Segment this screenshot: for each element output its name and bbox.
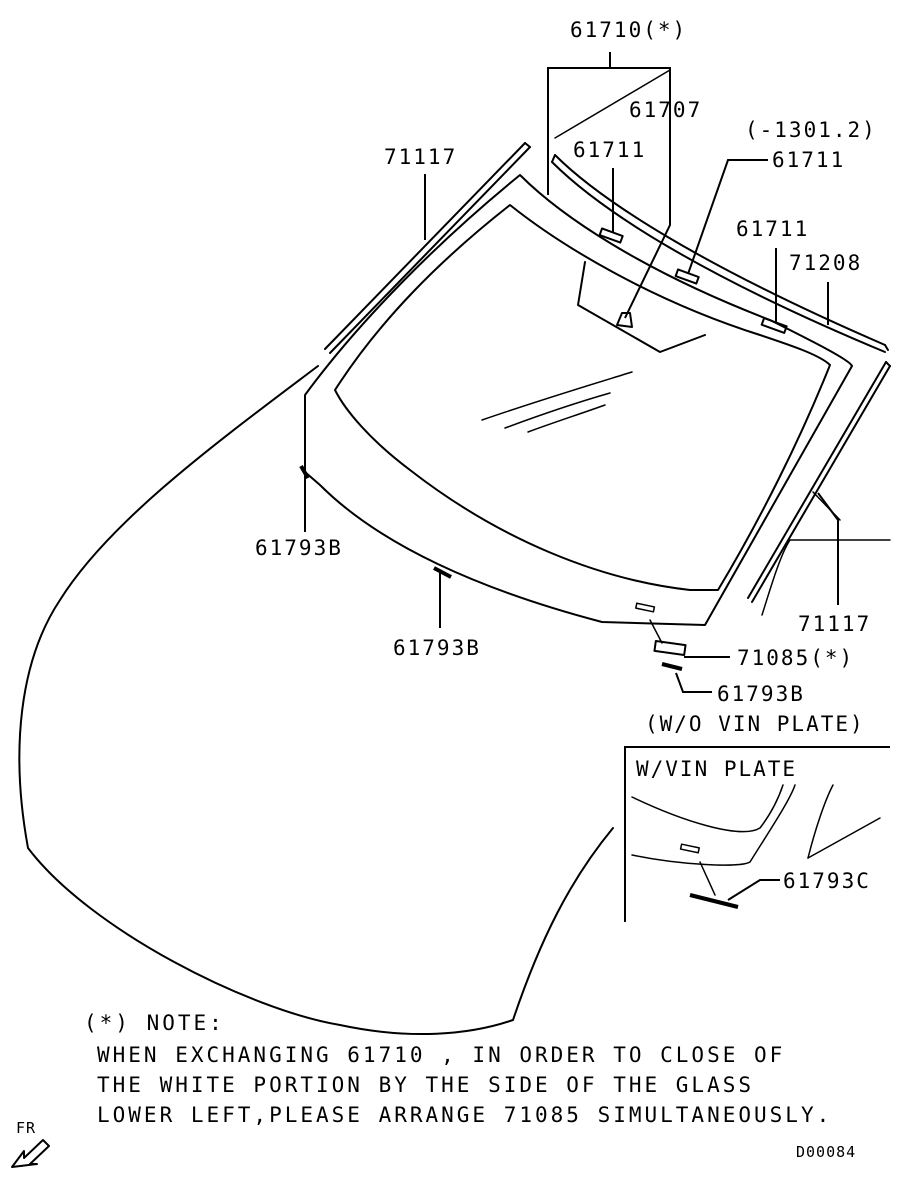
inset-vin-window — [679, 843, 700, 854]
label-71085: 71085(*) — [737, 646, 854, 670]
inset-title: W/VIN PLATE — [636, 757, 797, 781]
label-61793b-mid: 61793B — [393, 636, 481, 660]
right-side-molding-2 — [751, 365, 891, 603]
glass-reflection-3 — [527, 404, 606, 433]
bracket-61707 — [616, 312, 633, 328]
label-61711-a: 61711 — [573, 138, 646, 162]
front-direction-arrow-icon — [11, 1139, 50, 1168]
top-molding-strip-2 — [551, 161, 886, 353]
note-line-2: THE WHITE PORTION BY THE SIDE OF THE GLA… — [97, 1073, 754, 1097]
leader-61793b-right — [675, 672, 712, 693]
label-71208: 71208 — [789, 251, 862, 275]
left-side-molding-end — [524, 142, 531, 148]
label-61793c: 61793C — [783, 869, 871, 893]
mirror-mount-area — [577, 261, 706, 353]
label-71117-right: 71117 — [798, 612, 871, 636]
inset-pillar — [807, 784, 834, 859]
fastener-61793b-mid — [433, 566, 452, 579]
inset-leader-61793c — [727, 879, 780, 901]
windshield-glass-outer — [304, 174, 853, 626]
right-side-molding — [747, 361, 887, 599]
roof-line — [554, 69, 671, 139]
clip-61711-3 — [760, 317, 788, 334]
note-line-3: LOWER LEFT,PLEASE ARRANGE 71085 SIMULTAN… — [97, 1103, 832, 1127]
fr-label: FR — [16, 1119, 36, 1137]
label-range: (-1301.2) — [745, 118, 877, 142]
windshield-glass-inner — [334, 204, 831, 591]
inset-glass-edge-2 — [631, 784, 796, 866]
vin-window-glass — [635, 602, 656, 613]
inset-glass-edge — [631, 784, 784, 833]
fastener-61793b-right — [661, 662, 683, 671]
label-61707: 61707 — [629, 98, 702, 122]
inset-fastener-61793c — [689, 893, 739, 909]
label-71117-top: 71117 — [384, 145, 457, 169]
inset-pillar-2 — [807, 817, 881, 859]
leader-71085-glass — [649, 619, 663, 644]
note-heading: (*) NOTE: — [84, 1011, 225, 1035]
top-molding-strip — [554, 154, 886, 346]
top-molding-strip-4 — [884, 344, 889, 351]
inset-frame — [624, 746, 890, 922]
clip-61711-1 — [598, 227, 624, 244]
right-pillar-edge — [761, 539, 891, 616]
part-71085 — [653, 639, 687, 657]
fastener-61793b-left — [299, 464, 310, 480]
label-61711-c: 61711 — [736, 217, 809, 241]
glass-reflection-1 — [481, 371, 633, 421]
note-line-1: WHEN EXCHANGING 61710 , IN ORDER TO CLOS… — [97, 1043, 785, 1067]
label-61793b-left: 61793B — [255, 536, 343, 560]
leader-71117-right — [817, 492, 839, 605]
car-body-outline — [18, 365, 614, 1036]
leader-61710 — [547, 67, 671, 319]
left-side-molding-2 — [329, 146, 531, 354]
label-wo-vin-plate: (W/O VIN PLATE) — [645, 712, 865, 736]
diagram-code: D00084 — [796, 1143, 856, 1161]
leader-61711-b — [687, 159, 768, 275]
label-61710: 61710(*) — [570, 18, 687, 42]
right-side-molding-end — [885, 361, 891, 367]
glass-reflection-2 — [504, 392, 611, 429]
top-molding-strip-3 — [551, 154, 556, 163]
inset-leader-glass — [699, 861, 716, 896]
label-61793b-right: 61793B — [717, 682, 805, 706]
left-side-molding — [324, 142, 526, 350]
label-61711-b: 61711 — [772, 148, 845, 172]
